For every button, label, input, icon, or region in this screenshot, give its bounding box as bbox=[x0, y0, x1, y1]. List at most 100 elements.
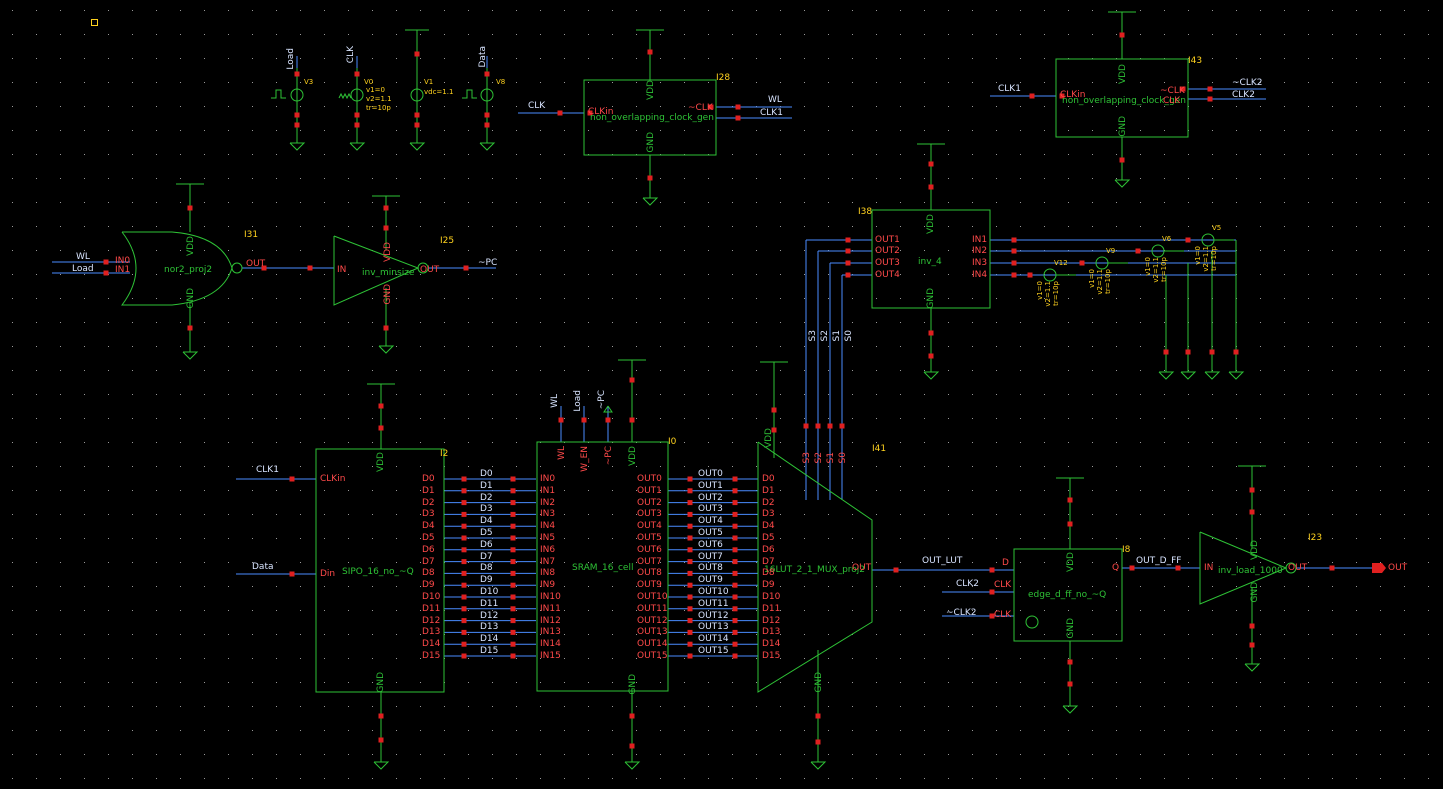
grid-dot bbox=[996, 34, 997, 35]
grid-dot bbox=[708, 130, 709, 131]
grid-dot bbox=[588, 250, 589, 251]
grid-dot bbox=[84, 442, 85, 443]
grid-dot bbox=[12, 682, 13, 683]
grid-dot bbox=[1188, 538, 1189, 539]
sipo-pin-d14: D14 bbox=[422, 639, 441, 650]
gnd-symbol bbox=[373, 761, 390, 770]
pin-dot bbox=[845, 237, 851, 243]
grid-dot bbox=[756, 394, 757, 395]
grid-dot bbox=[12, 370, 13, 371]
gnd-symbol bbox=[1062, 705, 1079, 714]
grid-dot bbox=[924, 538, 925, 539]
grid-dot bbox=[108, 442, 109, 443]
grid-dot bbox=[228, 418, 229, 419]
grid-dot bbox=[348, 10, 349, 11]
pin-dot bbox=[461, 641, 467, 647]
grid-dot bbox=[612, 130, 613, 131]
grid-dot bbox=[636, 490, 637, 491]
sram-vdd: VDD bbox=[628, 446, 638, 467]
bus1-net-d6: D6 bbox=[480, 539, 493, 550]
grid-dot bbox=[612, 274, 613, 275]
grid-dot bbox=[1356, 562, 1357, 563]
grid-dot bbox=[588, 370, 589, 371]
grid-dot bbox=[708, 34, 709, 35]
origin-marker bbox=[91, 19, 98, 26]
grid-dot bbox=[924, 34, 925, 35]
grid-dot bbox=[60, 178, 61, 179]
grid-dot bbox=[900, 34, 901, 35]
grid-dot bbox=[612, 298, 613, 299]
grid-dot bbox=[924, 250, 925, 251]
grid-dot bbox=[828, 466, 829, 467]
grid-dot bbox=[1332, 394, 1333, 395]
grid-dot bbox=[540, 154, 541, 155]
grid-dot bbox=[540, 34, 541, 35]
grid-dot bbox=[324, 730, 325, 731]
cell-inv4: inv_4 bbox=[918, 257, 942, 267]
grid-dot bbox=[900, 346, 901, 347]
grid-dot bbox=[1380, 82, 1381, 83]
grid-dot bbox=[396, 34, 397, 35]
grid-dot bbox=[1020, 298, 1021, 299]
grid-dot bbox=[324, 586, 325, 587]
grid-dot bbox=[900, 442, 901, 443]
grid-dot bbox=[516, 106, 517, 107]
grid-dot bbox=[804, 730, 805, 731]
grid-dot bbox=[732, 682, 733, 683]
grid-dot bbox=[540, 82, 541, 83]
grid-dot bbox=[1332, 10, 1333, 11]
grid-dot bbox=[372, 658, 373, 659]
grid-dot bbox=[948, 58, 949, 59]
bus2-net-out11: OUT11 bbox=[698, 598, 729, 609]
grid-dot bbox=[780, 514, 781, 515]
grid-dot bbox=[420, 634, 421, 635]
grid-dot bbox=[156, 10, 157, 11]
grid-dot bbox=[708, 706, 709, 707]
grid-dot bbox=[564, 730, 565, 731]
grid-dot bbox=[12, 274, 13, 275]
grid-dot bbox=[372, 634, 373, 635]
grid-dot bbox=[804, 682, 805, 683]
grid-dot bbox=[852, 418, 853, 419]
grid-dot bbox=[324, 538, 325, 539]
grid-dot bbox=[204, 226, 205, 227]
grid-dot bbox=[36, 730, 37, 731]
grid-dot bbox=[732, 346, 733, 347]
bus1-net-d1: D1 bbox=[480, 480, 493, 491]
grid-dot bbox=[852, 226, 853, 227]
grid-dot bbox=[876, 226, 877, 227]
grid-dot bbox=[684, 106, 685, 107]
grid-dot bbox=[1164, 394, 1165, 395]
grid-dot bbox=[372, 778, 373, 779]
grid-dot bbox=[396, 202, 397, 203]
grid-dot bbox=[204, 514, 205, 515]
grid-dot bbox=[1308, 346, 1309, 347]
grid-dot bbox=[396, 634, 397, 635]
grid-dot bbox=[204, 418, 205, 419]
grid-dot bbox=[1092, 154, 1093, 155]
grid-dot bbox=[756, 418, 757, 419]
bus2-net-out5: OUT5 bbox=[698, 528, 723, 538]
pin-dot bbox=[461, 511, 467, 517]
grid-dot bbox=[492, 442, 493, 443]
inv-min-gnd: GND bbox=[383, 284, 393, 305]
grid-dot bbox=[1212, 514, 1213, 515]
grid-dot bbox=[876, 778, 877, 779]
grid-dot bbox=[1044, 202, 1045, 203]
grid-dot bbox=[756, 82, 757, 83]
grid-dot bbox=[1044, 730, 1045, 731]
grid-dot bbox=[540, 250, 541, 251]
grid-dot bbox=[948, 778, 949, 779]
grid-dot bbox=[852, 466, 853, 467]
grid-dot bbox=[1308, 34, 1309, 35]
grid-dot bbox=[996, 466, 997, 467]
grid-dot bbox=[156, 34, 157, 35]
grid-dot bbox=[1092, 634, 1093, 635]
grid-dot bbox=[420, 178, 421, 179]
grid-dot bbox=[108, 34, 109, 35]
grid-dot bbox=[1332, 226, 1333, 227]
grid-dot bbox=[1332, 778, 1333, 779]
grid-dot bbox=[1044, 322, 1045, 323]
grid-dot bbox=[228, 682, 229, 683]
